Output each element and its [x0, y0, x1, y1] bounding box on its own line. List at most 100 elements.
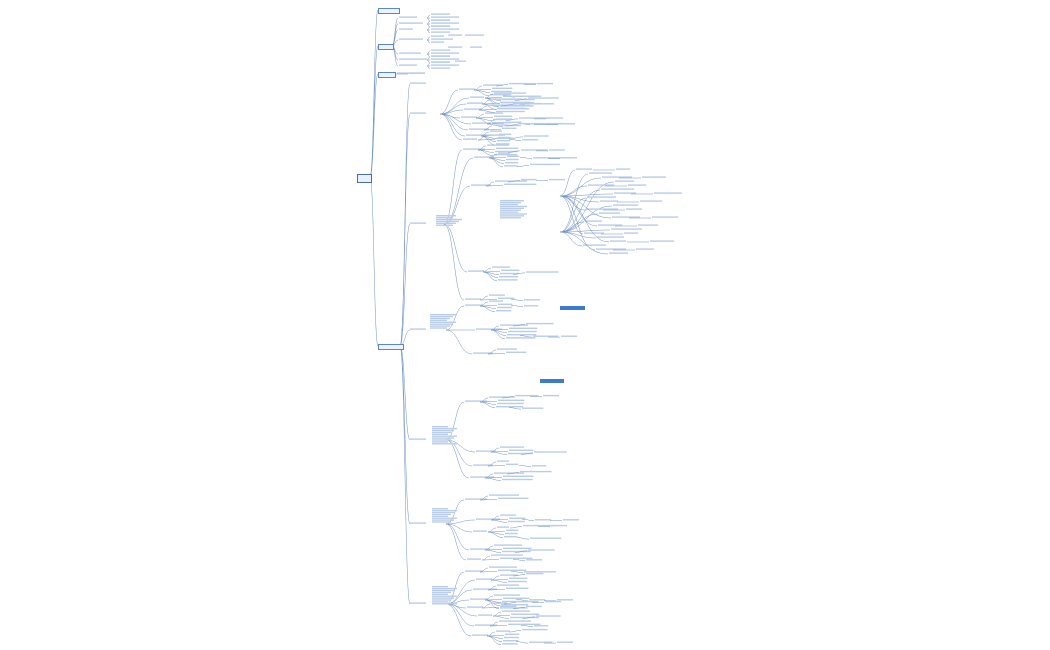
collapsed-node-text: [492, 266, 510, 268]
connector-line: [510, 304, 524, 307]
collapsed-node-text: [528, 549, 555, 551]
connector-line: [522, 616, 536, 619]
collapsed-node-text: [465, 570, 483, 572]
connector-line: [445, 305, 465, 331]
collapsed-node-text: [432, 437, 454, 439]
collapsed-node-text: [501, 269, 520, 271]
highlight-callout[interactable]: [560, 306, 585, 310]
collapsed-node-text: [497, 584, 519, 586]
collapsed-node-text: [547, 122, 563, 125]
connector-line: [399, 345, 411, 605]
connector-line: [369, 45, 379, 178]
connector-line: [484, 549, 502, 553]
collapsed-node-text: [521, 178, 537, 181]
collapsed-node-text: [524, 299, 541, 301]
connector-line: [443, 157, 474, 225]
collapsed-node-text: [399, 58, 427, 60]
collapsed-node-text: [529, 599, 546, 601]
collapsed-node-text: [432, 597, 454, 599]
connector-line: [484, 477, 502, 481]
collapsed-node-text: [501, 604, 529, 606]
connector-line: [482, 271, 498, 282]
collapsed-node-text: [505, 633, 520, 635]
collapsed-node-text: [461, 116, 477, 118]
collapsed-node-text: [436, 220, 459, 223]
collapsed-node-text: [500, 213, 527, 215]
collapsed-node-text: [410, 112, 426, 114]
collapsed-node-text: [509, 517, 526, 519]
collapsed-node-text: [465, 34, 484, 36]
collapsed-node-text: [432, 587, 457, 590]
collapsed-node-text: [431, 58, 459, 60]
collapsed-node-text: [465, 304, 483, 306]
collapsed-node-text: [478, 614, 492, 616]
collapsed-node-text: [432, 509, 457, 512]
collapsed-node-text: [583, 244, 606, 246]
collapsed-node-text: [506, 351, 527, 353]
branch-node[interactable]: [378, 8, 400, 14]
collapsed-node-text: [432, 508, 448, 510]
connector-line: [369, 176, 379, 347]
collapsed-node-text: [505, 162, 519, 164]
connector-line: [399, 223, 411, 347]
collapsed-node-text: [498, 152, 510, 154]
connector-line: [509, 526, 523, 529]
connector-line: [487, 352, 506, 355]
collapsed-node-text: [410, 82, 426, 84]
collapsed-node-text: [500, 205, 527, 208]
connector-line: [426, 56, 431, 61]
connector-line: [481, 99, 491, 105]
collapsed-node-text: [504, 183, 537, 185]
collapsed-node-text: [509, 82, 537, 85]
connector-line: [559, 221, 585, 233]
collapsed-node-text: [600, 200, 618, 202]
collapsed-node-text: [534, 451, 567, 453]
collapsed-node-text: [467, 558, 481, 560]
collapsed-node-text: [508, 520, 525, 523]
collapsed-node-text: [474, 156, 494, 158]
collapsed-node-text: [473, 588, 497, 590]
collapsed-node-text: [399, 22, 423, 24]
highlight-callout[interactable]: [540, 379, 564, 383]
collapsed-node-text: [430, 323, 453, 325]
connector-line: [479, 298, 498, 301]
connector-line: [426, 23, 431, 28]
collapsed-node-text: [530, 537, 562, 539]
collapsed-node-text: [557, 599, 573, 601]
collapsed-node-text: [500, 201, 521, 204]
collapsed-node-text: [498, 297, 515, 299]
connector-line: [559, 173, 589, 233]
collapsed-node-text: [499, 620, 531, 622]
collapsed-node-text: [587, 196, 616, 198]
collapsed-node-text: [436, 216, 453, 219]
collapsed-node-text: [597, 236, 624, 238]
collapsed-node-text: [602, 176, 632, 178]
connector-line: [478, 109, 496, 113]
connector-line: [510, 570, 524, 573]
collapsed-node-text: [491, 90, 512, 93]
branch-node[interactable]: [378, 72, 396, 78]
collapsed-node-text: [503, 95, 536, 97]
collapsed-node-text: [491, 602, 507, 604]
collapsed-node-text: [601, 188, 634, 190]
branch-node[interactable]: [378, 44, 394, 50]
collapsed-node-text: [432, 515, 448, 517]
collapsed-node-text: [476, 328, 502, 330]
collapsed-node-text: [409, 72, 425, 74]
collapsed-node-text: [502, 478, 533, 481]
connector-line: [445, 439, 476, 453]
connector-line: [515, 598, 529, 601]
collapsed-node-text: [459, 88, 475, 90]
collapsed-node-text: [432, 441, 448, 443]
collapsed-node-text: [500, 324, 528, 326]
collapsed-node-text: [502, 643, 518, 645]
collapsed-node-text: [522, 139, 539, 141]
branch-node[interactable]: [378, 344, 404, 350]
collapsed-node-text: [504, 636, 519, 639]
collapsed-node-text: [492, 122, 512, 124]
connector-line: [515, 641, 529, 644]
collapsed-node-text: [455, 60, 466, 62]
collapsed-node-text: [493, 124, 507, 126]
root-node[interactable]: [357, 174, 372, 183]
collapsed-node-text: [432, 589, 454, 592]
